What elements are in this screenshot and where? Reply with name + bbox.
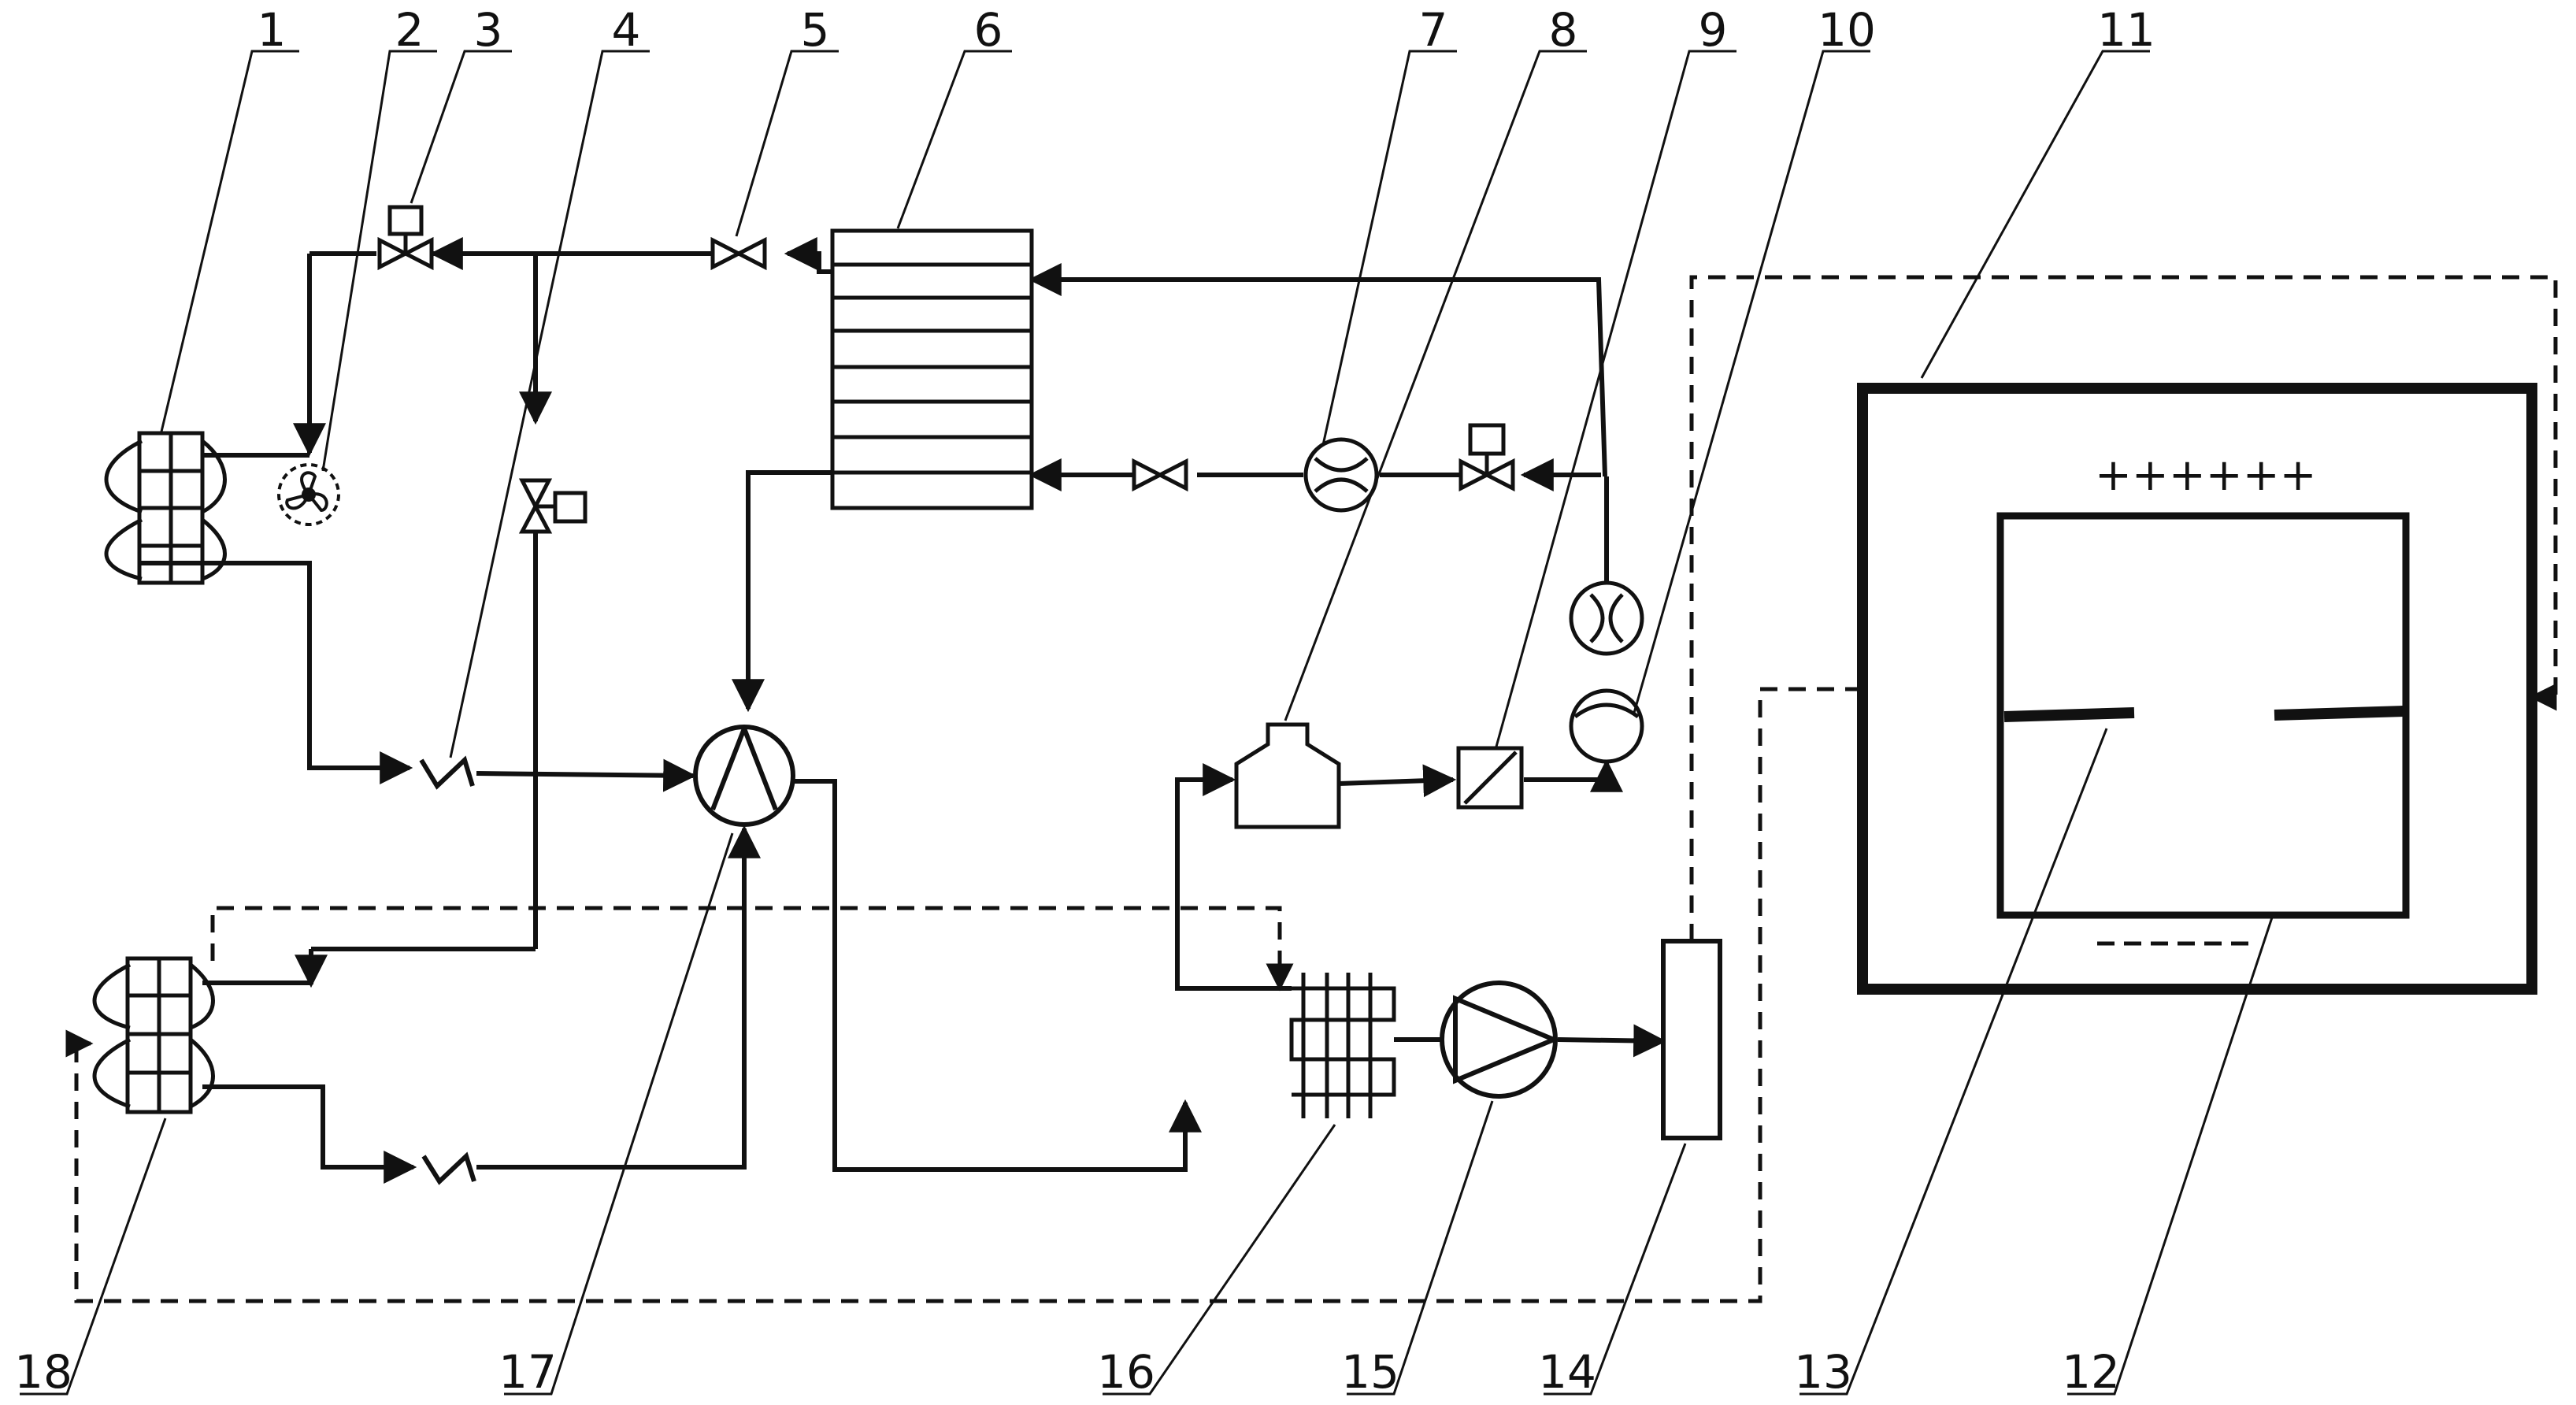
- filter-9: [1456, 746, 1524, 810]
- check-valve-lower: [421, 1151, 476, 1185]
- flowmeter-upper: [1569, 580, 1644, 656]
- solenoid-valve-3: [377, 205, 434, 271]
- pump-15: [1440, 981, 1560, 1099]
- device-14: [1661, 939, 1722, 1140]
- label-9: 9: [1699, 3, 1728, 57]
- label-3: 3: [474, 3, 503, 57]
- control-lines: [65, 275, 2558, 1303]
- flowmeter-10: [1569, 688, 1644, 764]
- compressor-17: [693, 725, 795, 827]
- flowmeter-7: [1303, 437, 1379, 513]
- solenoid-valve-right: [1458, 423, 1515, 492]
- coil-18: [92, 956, 215, 1114]
- check-valve-4: [419, 755, 475, 790]
- label-16: 16: [1097, 1345, 1155, 1399]
- fan-icon: [277, 463, 340, 526]
- label-18: 18: [14, 1345, 72, 1399]
- condenser-6: [830, 228, 1034, 510]
- label-4: 4: [612, 3, 641, 57]
- label-12: 12: [2062, 1345, 2120, 1399]
- label-15: 15: [1341, 1345, 1399, 1399]
- solenoid-valve-branch: [518, 478, 587, 534]
- label-11: 11: [2097, 3, 2155, 57]
- label-8: 8: [1549, 3, 1578, 57]
- label-5: 5: [801, 3, 830, 57]
- evaporator-coil-1: [104, 431, 227, 585]
- label-10: 10: [1818, 3, 1876, 57]
- water-tank-8: [1234, 722, 1341, 829]
- chamber-11: [1857, 383, 2537, 995]
- label-17: 17: [499, 1345, 557, 1399]
- leader-lines: [20, 50, 2274, 1396]
- label-14: 14: [1538, 1345, 1596, 1399]
- label-2: 2: [395, 3, 424, 57]
- label-7: 7: [1419, 3, 1448, 57]
- label-1: 1: [258, 3, 287, 57]
- label-13: 13: [1794, 1345, 1852, 1399]
- positive-marks: ++++++: [2095, 450, 2317, 501]
- label-6: 6: [974, 3, 1003, 57]
- valve-line: [1132, 458, 1188, 492]
- refrigerant-piping: [140, 237, 1667, 1184]
- valve-5: [710, 236, 767, 271]
- heat-exchanger-16: [1289, 973, 1396, 1118]
